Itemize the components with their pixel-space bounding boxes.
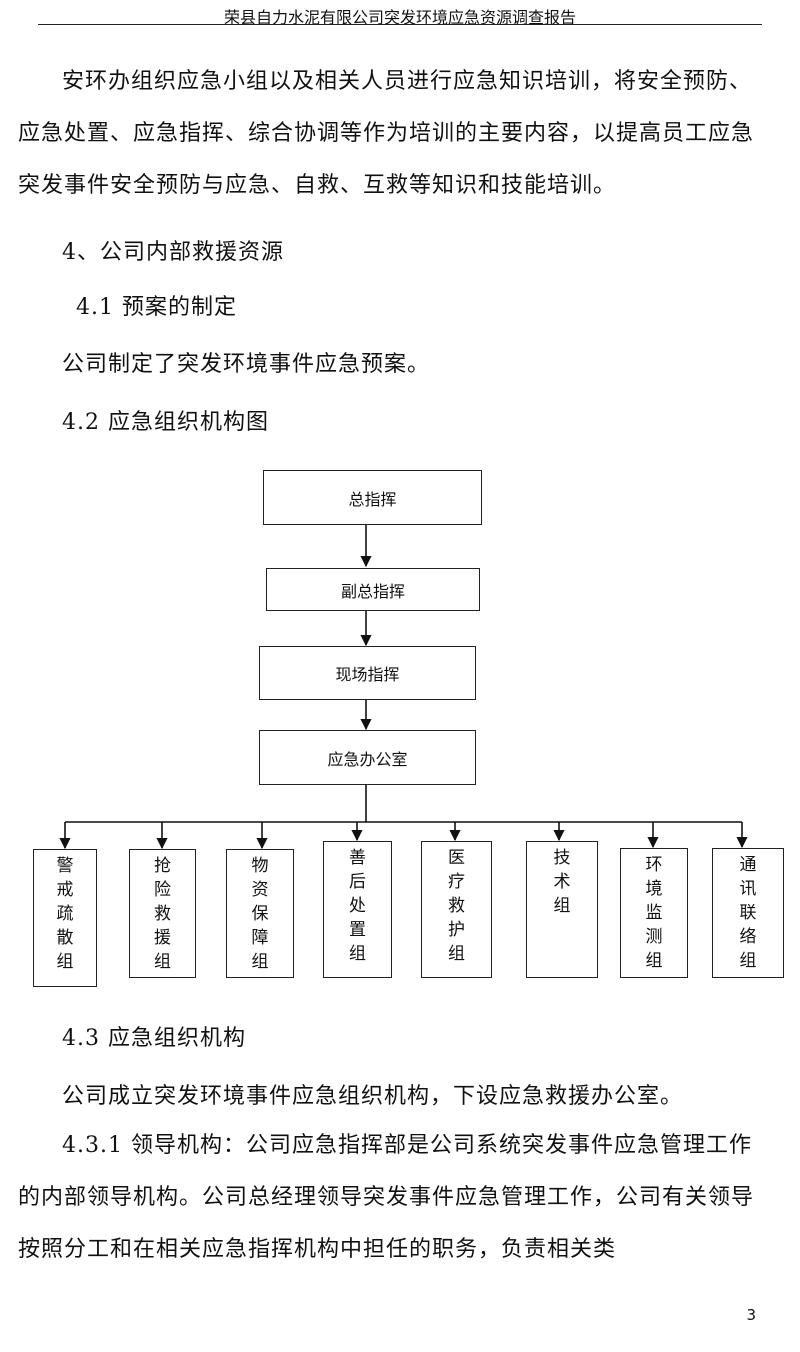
org-group-label: 善后处置组	[349, 848, 366, 964]
org-group-2: 物资保障组	[226, 849, 294, 978]
org-group-6: 环境监测组	[620, 848, 688, 978]
page-number: 3	[746, 1306, 756, 1324]
intro-paragraph: 安环办组织应急小组以及相关人员进行应急知识培训，将安全预防、应急处置、应急指挥、…	[18, 69, 755, 198]
org-group-4: 医疗救护组	[421, 841, 492, 978]
section-4-3-title: 4.3 应急组织机构	[62, 1026, 246, 1051]
section-4-1-text: 公司制定了突发环境事件应急预案。	[62, 352, 431, 377]
org-group-3: 善后处置组	[323, 841, 392, 978]
org-group-label: 警戒疏散组	[56, 856, 74, 972]
org-group-label: 技术组	[553, 848, 571, 916]
section-4-3-text: 公司成立突发环境事件应急组织机构，下设应急救援办公室。	[62, 1084, 684, 1109]
org-group-label: 环境监测组	[645, 855, 663, 971]
org-node-deputy-commander: 副总指挥	[266, 568, 480, 611]
section-4-3-1-text: 公司应急指挥部是公司系统突发事件应急管理工作的内部领导机构。公司总经理领导突发事…	[18, 1133, 755, 1262]
org-group-1: 抢险救援组	[129, 849, 196, 978]
org-group-label: 物资保障组	[251, 856, 269, 972]
section-4-2-title: 4.2 应急组织机构图	[62, 410, 269, 435]
org-group-7: 通讯联络组	[712, 848, 784, 978]
org-node-field-commander: 现场指挥	[259, 646, 476, 700]
org-group-label: 抢险救援组	[154, 856, 171, 972]
org-group-5: 技术组	[526, 841, 598, 978]
org-node-emergency-office: 应急办公室	[259, 730, 476, 785]
section-4-3-1-label: 4.3.1 领导机构：	[62, 1133, 246, 1158]
header-divider	[38, 24, 762, 25]
section-4-1-title: 4.1 预案的制定	[76, 295, 237, 320]
org-group-label: 通讯联络组	[739, 855, 757, 971]
org-node-commander: 总指挥	[263, 470, 482, 525]
section-4-3-1-paragraph: 4.3.1 领导机构：公司应急指挥部是公司系统突发事件应急管理工作的内部领导机构…	[18, 1120, 763, 1276]
org-group-0: 警戒疏散组	[33, 849, 97, 987]
org-group-label: 医疗救护组	[448, 848, 465, 964]
page-header: 荣县自力水泥有限公司突发环境应急资源调查报告	[223, 8, 576, 27]
section-4-title: 4、公司内部救援资源	[62, 240, 284, 265]
